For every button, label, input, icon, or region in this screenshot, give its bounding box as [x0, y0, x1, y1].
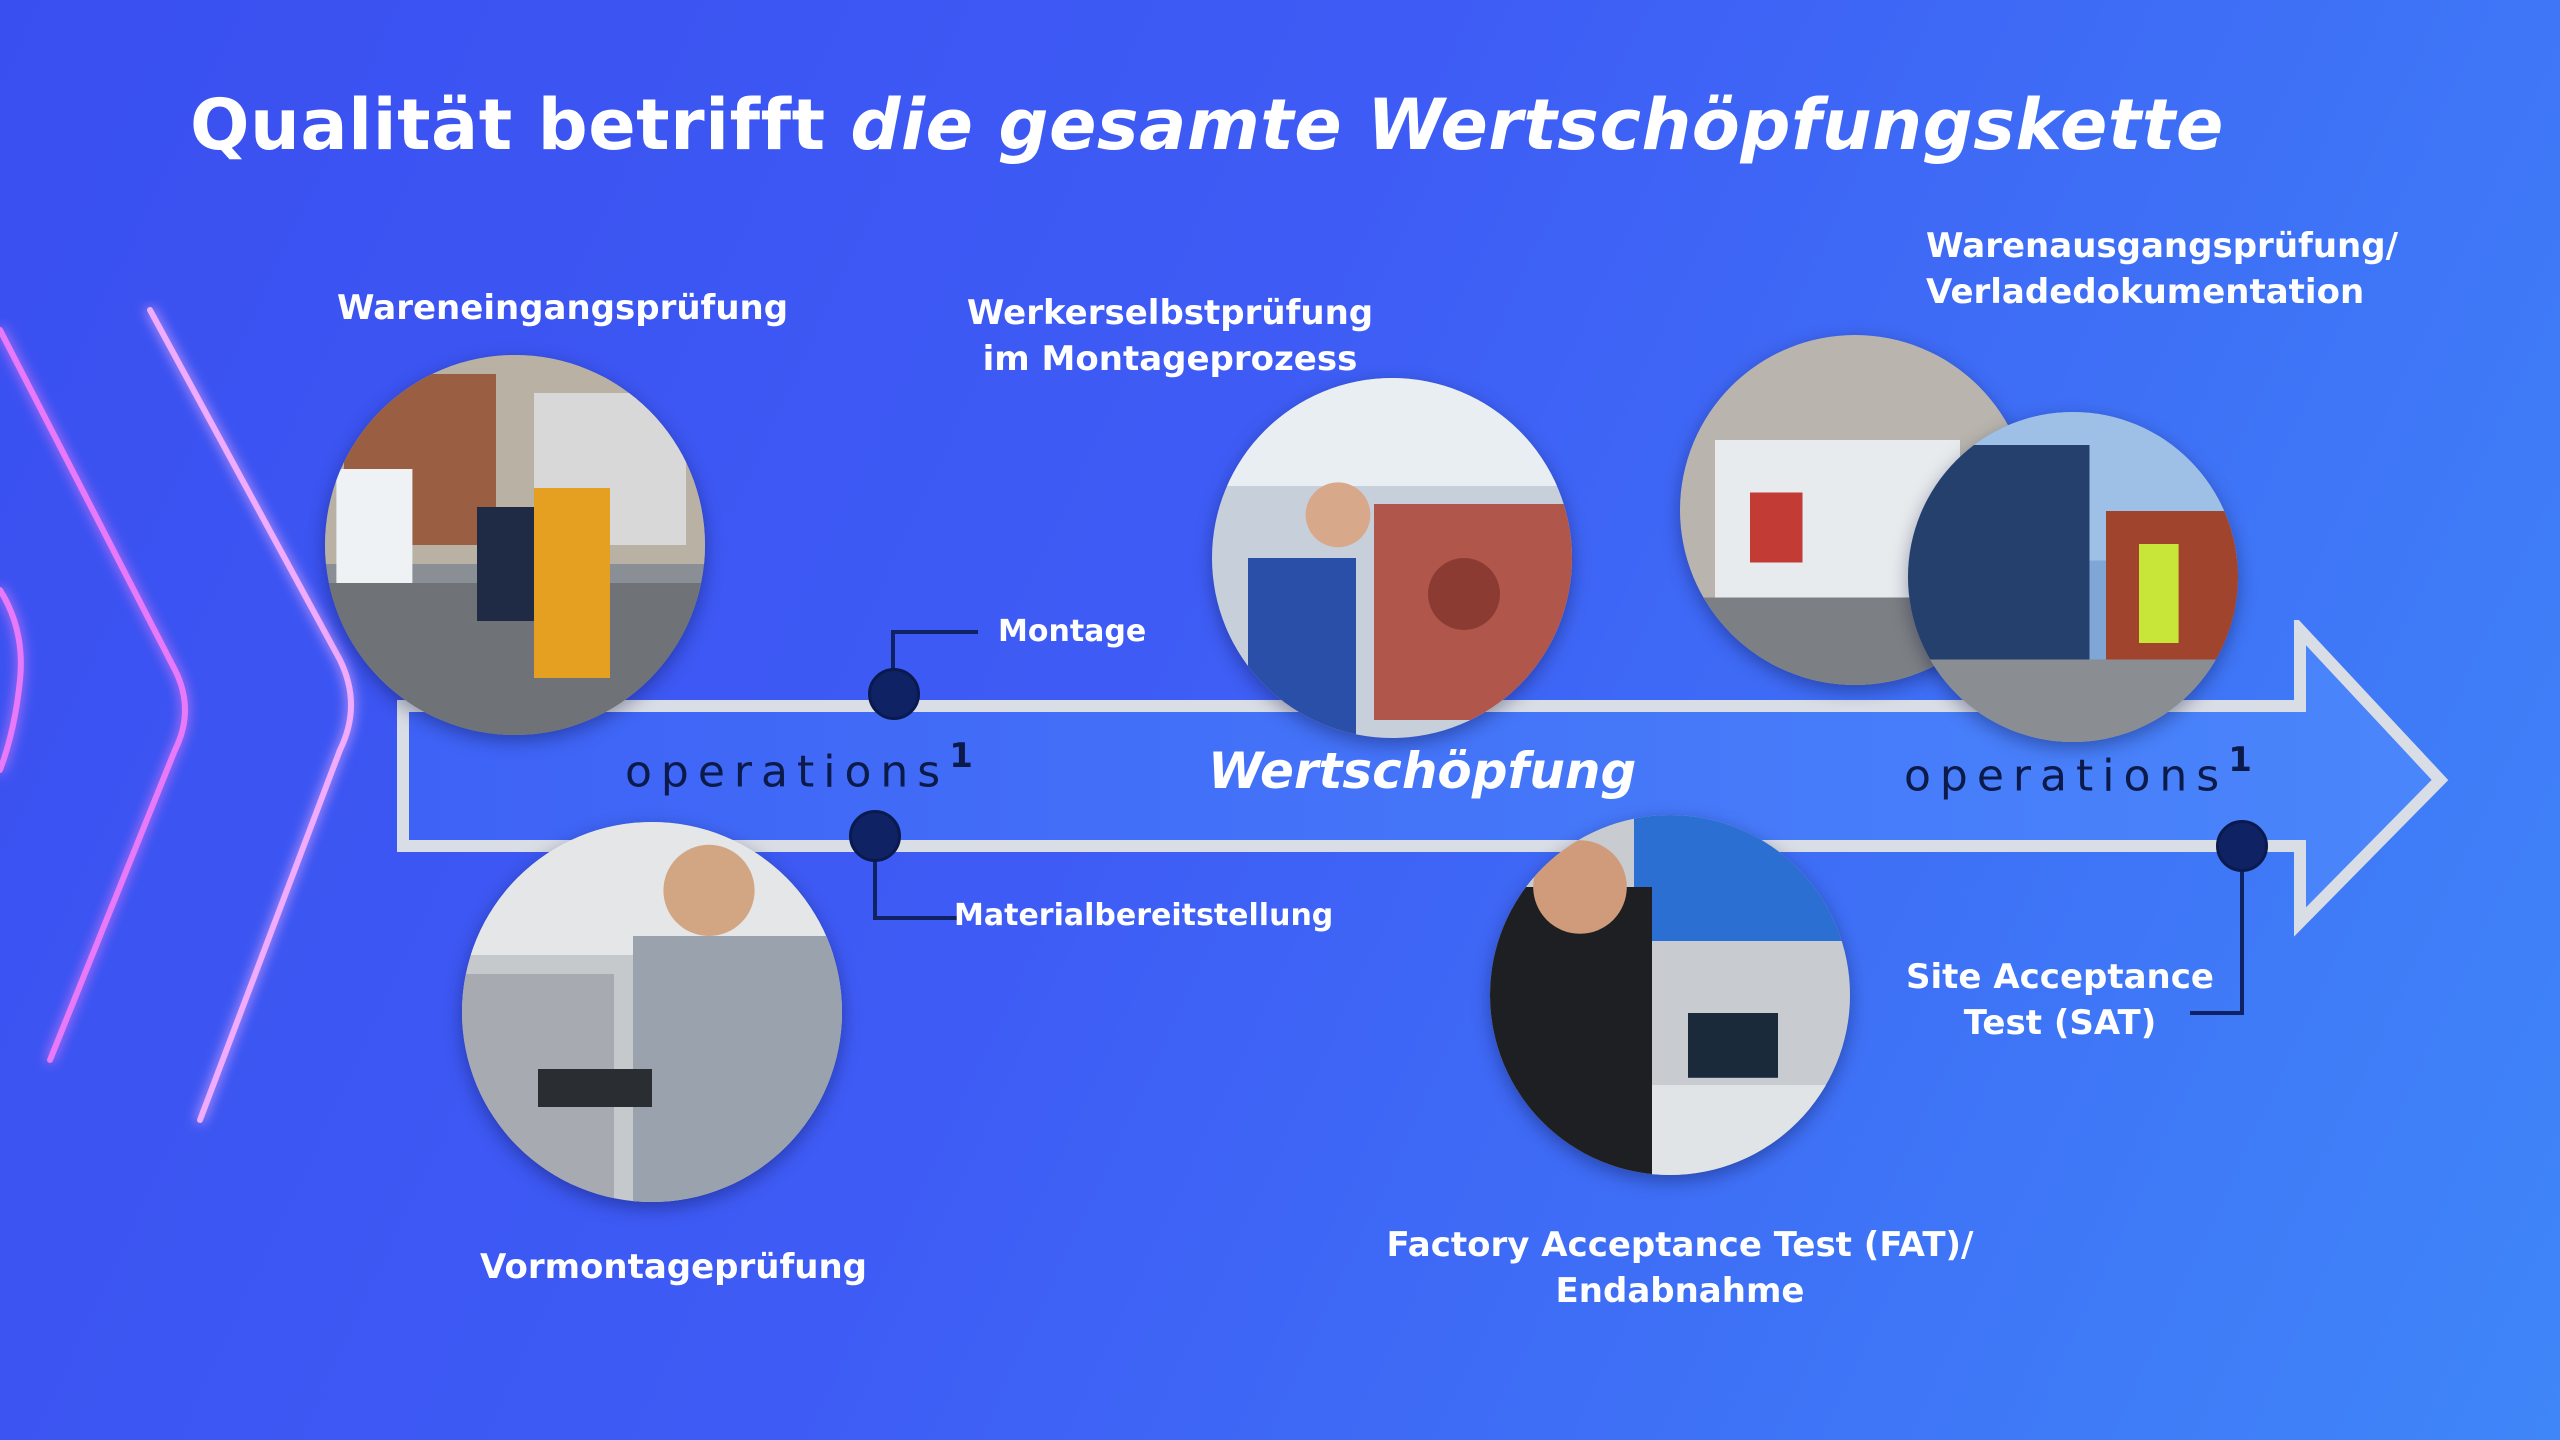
node-material [849, 810, 901, 862]
label-preassembly: Vormontageprüfung [480, 1247, 868, 1287]
label-material-provision: Materialbereitstellung [954, 898, 1334, 933]
photo-container-inspection [1908, 412, 2238, 742]
label-goods-issue: Warenausgangsprüfung/ Verladedokumentati… [1926, 226, 2398, 312]
label-factory-acceptance-test: Factory Acceptance Test (FAT)/ Endabnahm… [1386, 1225, 1974, 1311]
photo-preassembly-tablet [462, 822, 842, 1202]
photo-factory-acceptance [1490, 815, 1850, 1175]
node-sat [2216, 820, 2268, 872]
node-montage [868, 668, 920, 720]
page-title: Qualität betrifft die gesamte Wertschöpf… [190, 84, 2224, 166]
photo-goods-receipt [325, 355, 705, 735]
photo-assembly-worker [1212, 378, 1572, 738]
brand-operations-left: operations1 [625, 736, 973, 798]
label-worker-self-inspection: Werkerselbstprüfung im Montageprozess [966, 293, 1374, 379]
label-goods-receipt: Wareneingangsprüfung [337, 288, 789, 328]
neon-chevrons-decoration [0, 307, 354, 1123]
value-creation-label: Wertschöpfung [1208, 742, 1637, 800]
label-montage: Montage [998, 614, 1147, 649]
brand-operations-right: operations1 [1904, 740, 2252, 802]
label-site-acceptance-test: Site Acceptance Test (SAT) [1906, 957, 2214, 1043]
